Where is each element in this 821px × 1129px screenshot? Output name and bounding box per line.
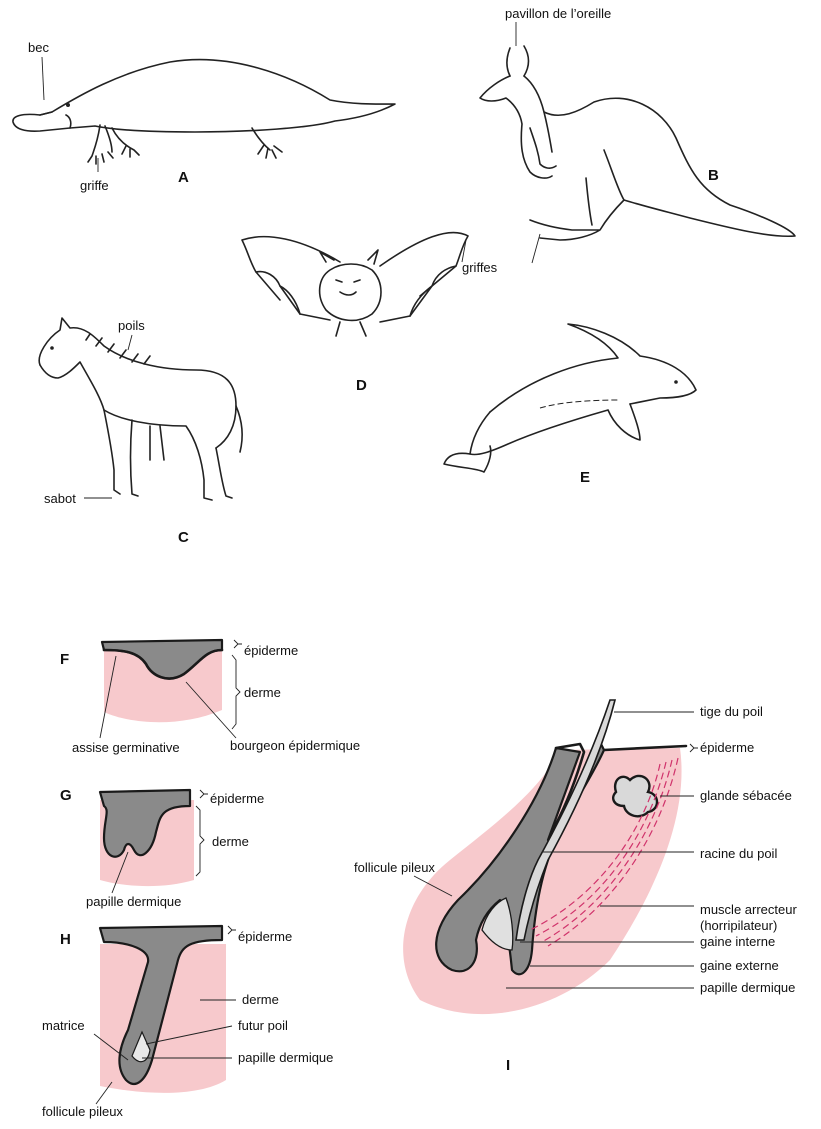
- label-f-assise: assise germinative: [72, 740, 180, 755]
- panel-label-b: B: [708, 167, 719, 184]
- horse-drawing: [39, 318, 242, 500]
- label-i-glande: glande sébacée: [700, 788, 792, 803]
- label-i-tige: tige du poil: [700, 704, 763, 719]
- panel-label-h: H: [60, 931, 71, 948]
- label-griffe: griffe: [80, 178, 109, 193]
- label-i-epiderme: épiderme: [700, 740, 754, 755]
- label-g-epiderme: épiderme: [210, 791, 264, 806]
- diagram-f: [102, 640, 222, 722]
- panel-label-e: E: [580, 469, 590, 486]
- label-i-externe: gaine externe: [700, 958, 779, 973]
- label-h-derme: derme: [242, 992, 279, 1007]
- label-f-derme: derme: [244, 685, 281, 700]
- panel-label-f: F: [60, 651, 69, 668]
- platypus-drawing: [13, 60, 395, 164]
- label-i-muscle-2: (horripilateur): [700, 918, 777, 933]
- label-i-papille: papille dermique: [700, 980, 795, 995]
- label-pavillon: pavillon de l’oreille: [505, 6, 611, 21]
- label-bec: bec: [28, 40, 49, 55]
- label-i-follicule: follicule pileux: [354, 860, 435, 875]
- label-poils: poils: [118, 318, 145, 333]
- bat-drawing: [242, 233, 468, 336]
- label-i-muscle-1: muscle arrecteur: [700, 902, 797, 917]
- label-h-papille: papille dermique: [238, 1050, 333, 1065]
- label-sabot: sabot: [44, 491, 76, 506]
- panel-label-i: I: [506, 1057, 510, 1074]
- label-h-matrice: matrice: [42, 1018, 85, 1033]
- label-g-papille: papille dermique: [86, 894, 181, 909]
- diagram-i: [403, 700, 686, 1014]
- label-f-bourgeon: bourgeon épidermique: [230, 738, 360, 753]
- diagram-h: [100, 926, 226, 1093]
- panel-label-d: D: [356, 377, 367, 394]
- label-g-derme: derme: [212, 834, 249, 849]
- panel-label-g: G: [60, 787, 72, 804]
- label-i-racine: racine du poil: [700, 846, 777, 861]
- dolphin-drawing: [444, 324, 696, 472]
- label-griffes: griffes: [462, 260, 498, 275]
- label-h-epiderme: épiderme: [238, 929, 292, 944]
- diagram-g: [100, 790, 194, 886]
- label-h-futur: futur poil: [238, 1018, 288, 1033]
- panel-label-c: C: [178, 529, 189, 546]
- label-h-follicule: follicule pileux: [42, 1104, 123, 1119]
- kangaroo-drawing: [480, 46, 795, 240]
- panel-label-a: A: [178, 169, 189, 186]
- label-f-epiderme: épiderme: [244, 643, 298, 658]
- label-i-interne: gaine interne: [700, 934, 775, 949]
